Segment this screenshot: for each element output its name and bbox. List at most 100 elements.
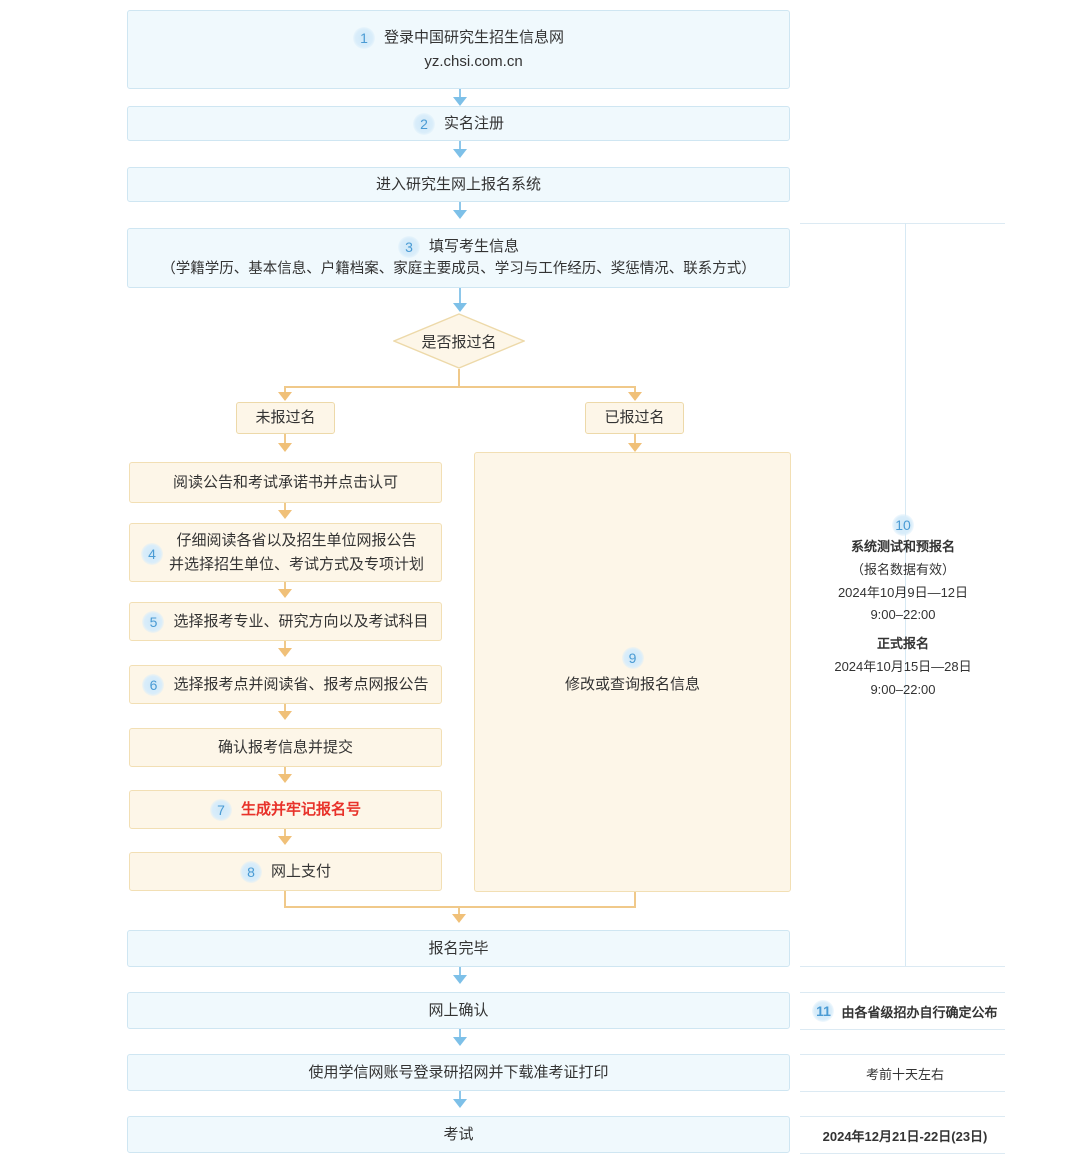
step-number-badge: 4 bbox=[141, 543, 163, 565]
panel-divider-5 bbox=[800, 1091, 1005, 1092]
arrow-branch-left bbox=[278, 443, 292, 452]
annotation-ticket: 考前十天左右 bbox=[805, 1062, 1005, 1084]
left-step-box-6[interactable]: 6 选择报考点并阅读省、报考点网报公告 bbox=[129, 665, 442, 704]
panel-divider-7 bbox=[800, 1153, 1005, 1154]
annotation-online-confirm: 11 由各省级招办自行确定公布 bbox=[805, 1000, 1005, 1022]
tail-step-box-download-admission-ticket[interactable]: 使用学信网账号登录研招网并下载准考证打印 bbox=[127, 1054, 790, 1091]
left-step-box-5[interactable]: 5 选择报考专业、研究方向以及考试科目 bbox=[129, 602, 442, 641]
connector-3-4 bbox=[459, 202, 461, 215]
step-box-3[interactable]: 3 填写考生信息 （学籍学历、基本信息、户籍档案、家庭主要成员、学习与工作经历、… bbox=[127, 228, 790, 288]
decision-label: 是否报过名 bbox=[421, 333, 497, 351]
annotation-online-confirm-text: 由各省级招办自行确定公布 bbox=[841, 1004, 998, 1020]
tail-step-3-label: 考试 bbox=[443, 1125, 474, 1143]
panel-divider-1 bbox=[800, 966, 1005, 967]
left-step-box-7[interactable]: 7 生成并牢记报名号 bbox=[129, 790, 442, 829]
annotation-ticket-text: 考前十天左右 bbox=[865, 1066, 944, 1082]
branch-right-label: 已报过名 bbox=[604, 409, 665, 427]
panel-divider-3 bbox=[800, 1029, 1005, 1030]
arrow-l0-l1 bbox=[278, 510, 292, 519]
tail-step-box-registration-complete[interactable]: 报名完毕 bbox=[127, 930, 790, 967]
schedule-pre-date: 2024年10月9日—12日 bbox=[837, 584, 969, 600]
tail-step-box-exam[interactable]: 考试 bbox=[127, 1116, 790, 1153]
arrow-l2-l3 bbox=[278, 648, 292, 657]
enter-system-label: 进入研究生网上报名系统 bbox=[375, 175, 541, 193]
connector-branch-left bbox=[284, 434, 286, 450]
step-number-badge: 2 bbox=[412, 112, 435, 135]
annotation-schedule: 10 系统测试和预报名 （报名数据有效） 2024年10月9日—12日 9:00… bbox=[805, 514, 1001, 701]
decision-diamond[interactable]: 是否报过名 bbox=[393, 313, 525, 369]
schedule-pre-note: （报名数据有效） bbox=[850, 561, 955, 577]
arrow-2-3 bbox=[453, 149, 467, 158]
step-1-line-1: 1 登录中国研究生招生信息网 bbox=[352, 26, 564, 49]
step-number-badge: 3 bbox=[397, 235, 420, 258]
connector-tail-1-2 bbox=[459, 1029, 461, 1042]
registration-number-highlight: 生成并牢记报名号 bbox=[240, 800, 361, 818]
step-number-badge: 5 bbox=[142, 610, 165, 633]
merge-stem bbox=[458, 906, 460, 920]
step-box-2[interactable]: 2 实名注册 bbox=[127, 106, 790, 141]
left-step-4-label: 确认报考信息并提交 bbox=[217, 738, 353, 756]
right-step-box-9[interactable]: 9 修改或查询报名信息 bbox=[474, 452, 791, 892]
merge-bar bbox=[284, 906, 636, 908]
step-number-badge: 10 bbox=[892, 514, 914, 536]
arrow-l5-l6 bbox=[278, 836, 292, 845]
left-step-box-4[interactable]: 4 仔细阅读各省以及招生单位网报公告 并选择招生单位、考试方式及专项计划 bbox=[129, 523, 442, 582]
schedule-pre-title: 系统测试和预报名 bbox=[850, 539, 955, 554]
tail-step-box-online-confirm[interactable]: 网上确认 bbox=[127, 992, 790, 1029]
connector-branch-right bbox=[634, 434, 636, 450]
schedule-formal-date: 2024年10月15日—28日 bbox=[834, 658, 972, 674]
left-step-box-confirm-submit[interactable]: 确认报考信息并提交 bbox=[129, 728, 442, 767]
connector-l4-l5 bbox=[284, 767, 286, 779]
left-step-3-line: 6 选择报考点并阅读省、报考点网报公告 bbox=[142, 673, 429, 696]
arrow-tail-1-2 bbox=[453, 1037, 467, 1046]
schedule-formal-title: 正式报名 bbox=[876, 636, 929, 651]
panel-divider-4 bbox=[800, 1054, 1005, 1055]
connector-l2-l3 bbox=[284, 641, 286, 653]
branch-box-not-registered[interactable]: 未报过名 bbox=[236, 402, 335, 434]
tail-step-0-label: 报名完毕 bbox=[428, 939, 489, 957]
arrow-4-decision bbox=[453, 303, 467, 312]
arrow-tail-2-3 bbox=[453, 1099, 467, 1108]
left-step-box-read-notice[interactable]: 阅读公告和考试承诺书并点击认可 bbox=[129, 462, 442, 503]
branch-box-already-registered[interactable]: 已报过名 bbox=[585, 402, 684, 434]
step-box-enter-system[interactable]: 进入研究生网上报名系统 bbox=[127, 167, 790, 202]
left-step-1-line-1: 仔细阅读各省以及招生单位网报公告 bbox=[176, 532, 417, 550]
connector-2-3 bbox=[459, 141, 461, 154]
arrow-merge-down bbox=[452, 914, 466, 923]
left-step-5-line: 7 生成并牢记报名号 bbox=[209, 798, 361, 821]
step-box-1[interactable]: 1 登录中国研究生招生信息网 yz.chsi.com.cn bbox=[127, 10, 790, 89]
arrow-decision-left bbox=[278, 392, 292, 401]
left-step-box-8[interactable]: 8 网上支付 bbox=[129, 852, 442, 891]
step-1-line-2: yz.chsi.com.cn bbox=[424, 52, 523, 70]
arrow-l4-l5 bbox=[278, 774, 292, 783]
connector-tail-2-3 bbox=[459, 1091, 461, 1104]
connector-1-2 bbox=[459, 89, 461, 102]
arrow-tail-0-1 bbox=[453, 975, 467, 984]
schedule-formal-time: 9:00–22:00 bbox=[870, 681, 936, 697]
tail-step-2-label: 使用学信网账号登录研招网并下载准考证打印 bbox=[308, 1063, 609, 1081]
left-step-6-line: 8 网上支付 bbox=[239, 860, 331, 883]
connector-4-decision bbox=[459, 288, 461, 307]
diamond-shape-icon bbox=[393, 313, 525, 369]
branch-left-label: 未报过名 bbox=[255, 409, 316, 427]
annotation-exam-date-text: 2024年12月21日-22日(23日) bbox=[822, 1128, 988, 1144]
arrow-3-4 bbox=[453, 210, 467, 219]
step-number-badge: 1 bbox=[352, 26, 375, 49]
panel-vertical-rule bbox=[905, 223, 906, 966]
decision-split-bar bbox=[285, 386, 635, 388]
merge-right-drop bbox=[634, 892, 636, 907]
connector-l1-l2 bbox=[284, 582, 286, 594]
left-step-2-line: 5 选择报考专业、研究方向以及考试科目 bbox=[142, 610, 429, 633]
connector-l0-l1 bbox=[284, 503, 286, 515]
left-step-1-line-2: 并选择招生单位、考试方式及专项计划 bbox=[168, 555, 424, 573]
connector-tail-0-1 bbox=[459, 967, 461, 980]
step-number-badge: 6 bbox=[142, 673, 165, 696]
arrow-l1-l2 bbox=[278, 589, 292, 598]
arrow-l3-l4 bbox=[278, 711, 292, 720]
tail-step-1-label: 网上确认 bbox=[428, 1001, 489, 1019]
panel-divider-2 bbox=[800, 992, 1005, 993]
right-step-label: 修改或查询报名信息 bbox=[564, 676, 700, 694]
arrow-1-2 bbox=[453, 97, 467, 106]
schedule-pre-time: 9:00–22:00 bbox=[870, 607, 936, 623]
